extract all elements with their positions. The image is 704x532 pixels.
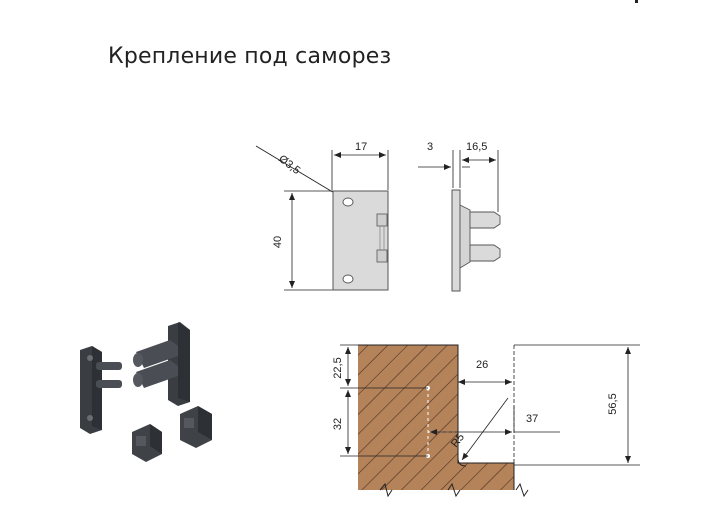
hole-spacing-label: 32 xyxy=(332,418,344,430)
hole-diameter-label: Ø3,5 xyxy=(276,153,302,177)
side-plate xyxy=(451,189,461,292)
depth-label: 16,5 xyxy=(466,141,487,153)
radius-leader xyxy=(461,397,509,461)
front-plate xyxy=(332,190,389,291)
width-label: 17 xyxy=(355,141,367,153)
side-view: 3 16,5 xyxy=(418,141,501,292)
top-offset-label: 22,5 xyxy=(332,357,344,378)
total-height-label: 56,5 xyxy=(607,393,619,414)
side-prong-top xyxy=(469,211,501,229)
product-photo xyxy=(80,322,212,462)
plate-thickness-label: 3 xyxy=(427,141,433,153)
front-clip-top xyxy=(376,213,388,227)
front-clip-bottom xyxy=(376,249,388,263)
front-hole-bottom xyxy=(342,274,354,284)
section-view: 56,5 22,5 32 26 37 R5 xyxy=(332,344,640,498)
front-view: Ø3,5 17 40 xyxy=(255,141,389,291)
side-prong-bottom xyxy=(469,244,501,262)
outer-offset-label: 37 xyxy=(526,413,538,425)
corner-mark xyxy=(635,0,638,3)
inner-offset-label: 26 xyxy=(476,359,488,371)
front-hole-top xyxy=(342,197,354,207)
height-label: 40 xyxy=(272,236,284,248)
page-title: Крепление под саморез xyxy=(108,44,392,69)
